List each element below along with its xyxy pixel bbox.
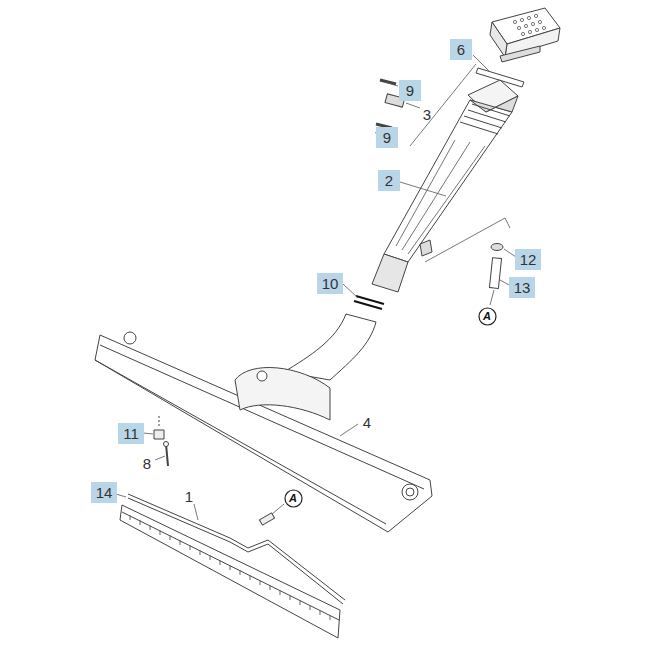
callout-number: 8 [143,456,151,471]
callout-number: 6 [450,39,472,60]
callout-text: A [483,311,491,322]
squeegee-strip [120,494,345,638]
callout-number: 4 [363,415,371,430]
reference-circle: A [284,489,303,508]
suction-tube [372,80,518,292]
callout-number: 11 [118,423,144,444]
callout-text: A [289,493,297,504]
callout-number: 9 [399,80,421,101]
callout-text: 12 [520,252,537,267]
circle-border [285,490,302,507]
callout-number: 2 [378,170,400,191]
seal-ring [354,296,384,309]
clip-and-screw [154,416,169,466]
callout-number: 14 [91,482,118,503]
callout-text: 14 [96,485,113,500]
reference-circle: A [478,307,497,326]
callout-text: 9 [383,130,391,145]
callout-number: 13 [509,277,536,298]
nozzle-neck [284,314,376,380]
callout-text: 13 [514,280,531,295]
callout-number: 12 [515,249,542,270]
leader-lines [116,55,516,520]
callout-number: 9 [376,127,398,148]
callout-text: 11 [123,426,139,441]
circle-border [479,308,496,325]
callout-number: 1 [185,489,193,504]
callout-text: 9 [406,83,414,98]
pin-and-cap [489,244,503,289]
callout-number: 3 [423,107,431,122]
callout-text: 6 [457,42,465,57]
callout-number: 10 [317,273,344,294]
callout-text: 2 [385,173,393,188]
end-cap [490,8,560,62]
callout-text: 10 [322,276,339,291]
